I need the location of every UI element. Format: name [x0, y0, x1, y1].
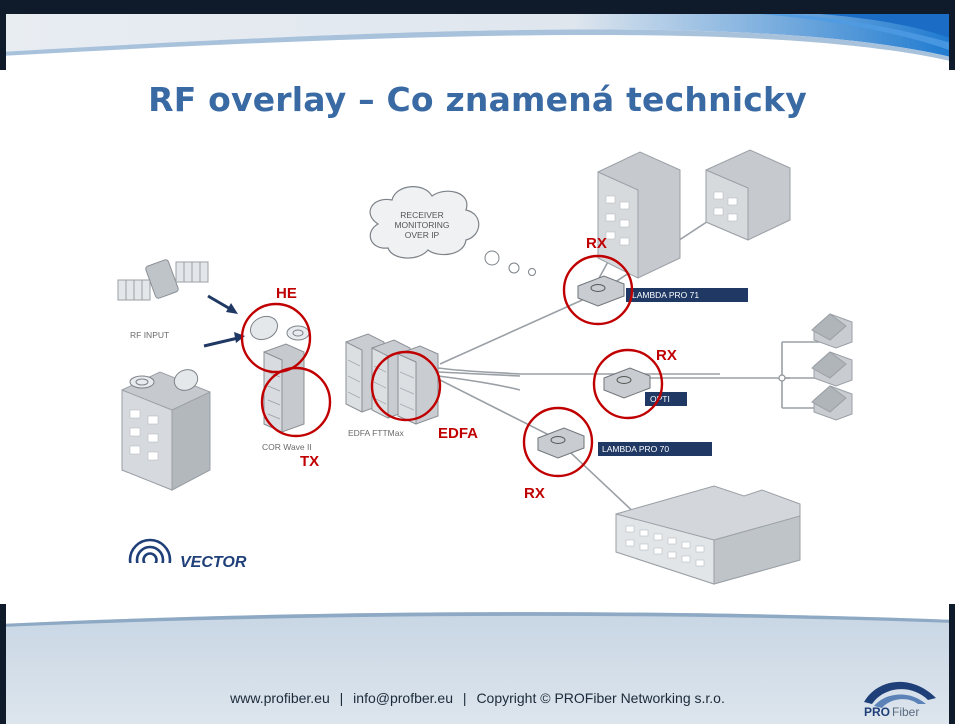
- annotation-circles: [240, 254, 664, 478]
- edfa-rack-icon: [345, 333, 439, 425]
- label-box-lambda71: [626, 288, 748, 302]
- label-lambda71: LAMBDA PRO 71: [632, 290, 699, 300]
- circle-tx: [260, 366, 332, 438]
- footer-email[interactable]: info@profber.eu: [353, 690, 454, 706]
- label-box-lambda70: [598, 442, 712, 456]
- circle-rx-mid: [592, 348, 664, 420]
- fiber-lines: [437, 209, 820, 519]
- circle-he: [240, 302, 312, 374]
- receiver-icon: [537, 427, 585, 459]
- circle-rx-bottom: [522, 406, 594, 478]
- cloud-text-line2: MONITORING: [394, 220, 449, 230]
- label-lambda70: LAMBDA PRO 70: [602, 444, 669, 454]
- footer-website[interactable]: www.profiber.eu: [230, 690, 330, 706]
- footer-copyright: Copyright © PROFiber Networking s.r.o.: [476, 690, 725, 706]
- annotation-rx-mid: RX: [656, 347, 677, 364]
- circle-rx-top: [562, 254, 634, 326]
- large-building-icon: [615, 485, 801, 585]
- headend-building-icon: [121, 369, 211, 491]
- circle-edfa: [370, 350, 442, 422]
- cloud-text-line1: RECEIVER: [400, 210, 443, 220]
- satellite-icon: [117, 259, 209, 301]
- arrow-icon: [203, 332, 245, 348]
- profiber-fiber-text: Fiber: [892, 705, 919, 719]
- profiber-pro-text: PRO: [864, 705, 890, 719]
- network-diagram: RF INPUT: [117, 149, 853, 585]
- annotation-rx-bottom: RX: [524, 485, 545, 502]
- bottom-band: [0, 604, 955, 724]
- cloud-icon: [369, 186, 536, 276]
- label-opti: OPTI: [650, 394, 670, 404]
- top-swoosh-band: [0, 0, 955, 70]
- annotation-edfa: EDFA: [438, 425, 478, 442]
- house-icon: [811, 313, 853, 349]
- annotation-tx: TX: [300, 453, 319, 470]
- slide-title: RF overlay – Co znamená technicky: [148, 80, 807, 119]
- house-icon: [811, 385, 853, 421]
- splitter-node: [778, 374, 786, 382]
- footer-separator: |: [339, 690, 344, 706]
- cloud-text-line3: OVER IP: [405, 230, 440, 240]
- house-icon: [811, 351, 853, 387]
- arrow-icon: [207, 294, 238, 314]
- annotation-he: HE: [276, 285, 297, 302]
- label-rf-input: RF INPUT: [130, 330, 169, 340]
- label-corwave: COR Wave II: [262, 442, 312, 452]
- profiber-logo: PRO Fiber: [864, 681, 936, 719]
- building-icon: [597, 151, 681, 279]
- receiver-icon: [603, 367, 651, 399]
- footer-separator: |: [462, 690, 467, 706]
- vector-logo: VECTOR: [128, 538, 247, 585]
- footer: www.profiber.eu | info@profber.eu | Copy…: [0, 690, 955, 706]
- label-edfa-device: EDFA FTTMax: [348, 428, 404, 438]
- vector-logo-text: VECTOR: [180, 554, 247, 571]
- annotation-rx-top: RX: [586, 235, 607, 252]
- receiver-icon: [577, 275, 625, 307]
- building-icon: [705, 149, 791, 241]
